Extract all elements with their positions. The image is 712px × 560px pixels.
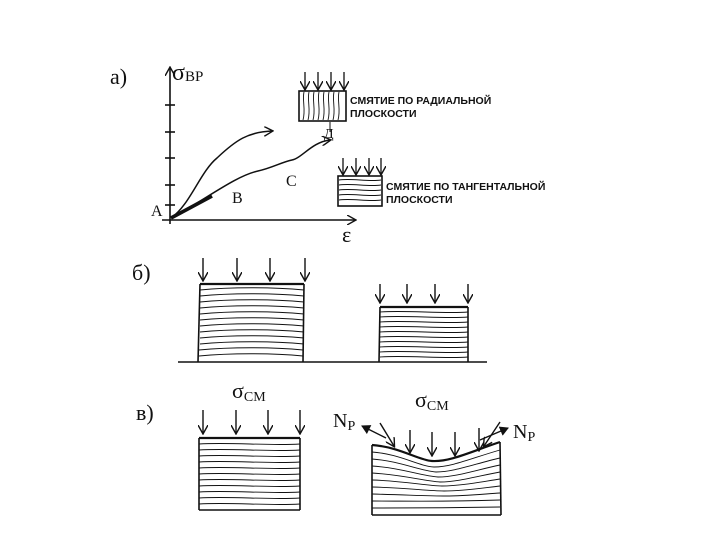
tangential-load-arrows: [343, 158, 381, 174]
tangential-caption-line1: СМЯТИЕ ПО ТАНГЕНТАЛЬНОЙ: [386, 180, 545, 193]
radial-load-arrows: [305, 72, 344, 89]
tangential-caption-line2: ПЛОСКОСТИ: [386, 194, 453, 206]
point-a-label: А: [151, 203, 163, 220]
panel-v: в) σСМ σСМ: [136, 378, 535, 516]
force-label-right: NР: [513, 421, 535, 445]
radial-block: [298, 90, 347, 122]
graph-curves: [170, 131, 330, 220]
panel-b-right-sample: [379, 284, 469, 363]
panel-b-right-grain: [379, 310, 469, 359]
x-axis-label: ε: [342, 222, 351, 247]
panel-v-left-grain: [198, 442, 301, 506]
curve-radial: [170, 131, 272, 219]
radial-sample: [298, 72, 347, 132]
curve-initial-segment: [170, 194, 213, 220]
stress-label-left: σСМ: [232, 378, 266, 405]
y-axis-label: σВР: [172, 60, 203, 86]
panel-v-left-arrows: [203, 410, 300, 433]
panel-b-left-grain: [198, 287, 305, 357]
radial-caption-line1: СМЯТИЕ ПО РАДИАЛЬНОЙ: [350, 94, 491, 107]
curve-tangential: [170, 140, 330, 219]
force-label-left: NР: [333, 410, 355, 434]
radial-caption-line2: ПЛОСКОСТИ: [350, 108, 417, 120]
panel-b-left-sample: [197, 258, 305, 363]
tension-arrow-left: [361, 425, 387, 439]
radial-grain: [302, 91, 340, 121]
panel-v-right-sample: NР NР: [333, 410, 535, 516]
point-c-label: С: [286, 173, 297, 190]
panel-b-right-arrows: [380, 284, 468, 302]
panel-v-left-sample: [198, 410, 301, 511]
tangential-block: [337, 175, 383, 207]
point-d-label: Д: [324, 127, 334, 142]
tangential-grain: [338, 178, 382, 202]
stress-label-right: σСМ: [415, 387, 449, 414]
point-b-label: В: [232, 190, 243, 207]
panel-v-deformed-top: [371, 440, 501, 463]
panel-v-right-grain: [371, 449, 501, 509]
panel-b: б): [132, 258, 487, 363]
panel-v-right-arrows: [379, 421, 501, 455]
graph-axes: [162, 68, 355, 224]
panel-v-label: в): [136, 400, 154, 425]
panel-a: а) σВР ε А В С Д: [110, 60, 545, 247]
panel-b-left-arrows: [203, 258, 305, 280]
tangential-sample: [337, 158, 383, 207]
panel-b-label: б): [132, 260, 151, 285]
panel-a-label: а): [110, 64, 127, 89]
